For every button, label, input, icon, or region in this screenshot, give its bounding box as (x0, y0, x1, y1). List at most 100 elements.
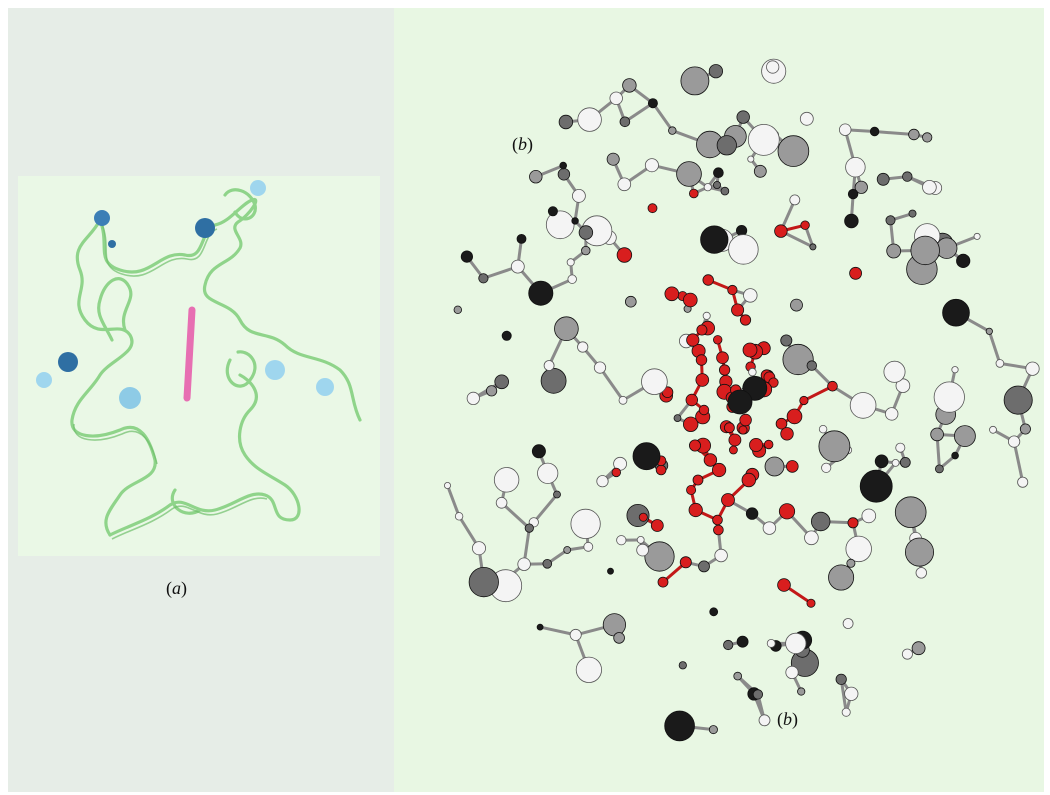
atom (785, 665, 799, 680)
atom (692, 474, 704, 486)
atom (1007, 435, 1021, 448)
atom (460, 250, 473, 263)
atom (782, 343, 814, 376)
panel-a-label: (a) (166, 578, 187, 598)
atom (650, 519, 664, 532)
atom (910, 235, 940, 266)
atom (716, 351, 729, 365)
atom (766, 639, 776, 648)
atom (747, 155, 755, 163)
atom (703, 453, 718, 467)
atom (845, 156, 866, 178)
atom (644, 158, 659, 173)
atom (700, 225, 729, 254)
atom (797, 687, 806, 696)
atom (702, 311, 711, 320)
atom (985, 327, 993, 335)
atom (716, 135, 737, 156)
atom (624, 295, 637, 308)
atom (847, 517, 859, 529)
atom (668, 126, 677, 135)
atom (1025, 361, 1040, 376)
atom (839, 123, 852, 136)
bond (1012, 441, 1025, 483)
atom (553, 490, 561, 499)
atom (542, 558, 553, 569)
atomic-model (443, 58, 1040, 742)
atom (609, 91, 623, 106)
atom (593, 361, 607, 374)
atom (735, 225, 748, 237)
atom (869, 126, 880, 137)
atom (922, 132, 933, 143)
atom (842, 618, 854, 629)
atom (673, 414, 682, 423)
atom (619, 116, 631, 128)
atom (908, 128, 920, 141)
bond (598, 366, 625, 402)
atom (885, 407, 899, 421)
atom (531, 444, 546, 459)
atom (529, 169, 543, 184)
panel-b-faint-label: (b) (512, 134, 533, 154)
atom (709, 607, 719, 617)
atom (547, 206, 558, 217)
atom (886, 243, 902, 259)
atom (618, 395, 628, 405)
atom (636, 543, 649, 557)
atom (854, 180, 868, 194)
bond (803, 384, 834, 402)
atom (702, 274, 714, 286)
atom (632, 442, 661, 471)
atom (736, 635, 749, 648)
atom (466, 391, 480, 405)
atom (821, 462, 832, 473)
atom (844, 686, 859, 701)
atom (636, 536, 645, 544)
atom (695, 373, 710, 387)
atom (664, 710, 695, 742)
atom (777, 135, 810, 167)
atom (569, 628, 582, 641)
atom (647, 98, 658, 109)
atom (454, 512, 464, 521)
atom (679, 556, 692, 569)
atom (849, 392, 877, 419)
atom (818, 430, 851, 463)
atom (583, 541, 594, 552)
atom (828, 564, 855, 591)
atom (713, 524, 724, 536)
atom (688, 188, 699, 199)
atom (731, 303, 745, 317)
atom (883, 360, 906, 383)
atom (899, 456, 911, 468)
atom (616, 535, 627, 546)
atom (841, 707, 851, 717)
atom (688, 502, 703, 518)
atom (809, 243, 817, 251)
atom (911, 641, 926, 656)
atom (1003, 385, 1033, 415)
atom (811, 511, 831, 532)
atom (711, 462, 727, 478)
atom (845, 535, 872, 563)
atom (718, 364, 731, 376)
atom (844, 213, 859, 229)
atom (741, 472, 757, 488)
atom (558, 114, 574, 130)
atom (768, 377, 779, 388)
atom (708, 725, 718, 735)
atom (686, 484, 697, 495)
atom (536, 623, 544, 631)
atom (494, 374, 510, 390)
atom (905, 537, 935, 567)
atom (894, 496, 927, 529)
atom (847, 188, 859, 200)
atom (577, 107, 602, 132)
axis-marker (183, 306, 196, 402)
atom (780, 334, 793, 347)
atom (891, 458, 900, 467)
atom (778, 503, 796, 520)
atom (727, 389, 753, 415)
atom (724, 422, 735, 434)
